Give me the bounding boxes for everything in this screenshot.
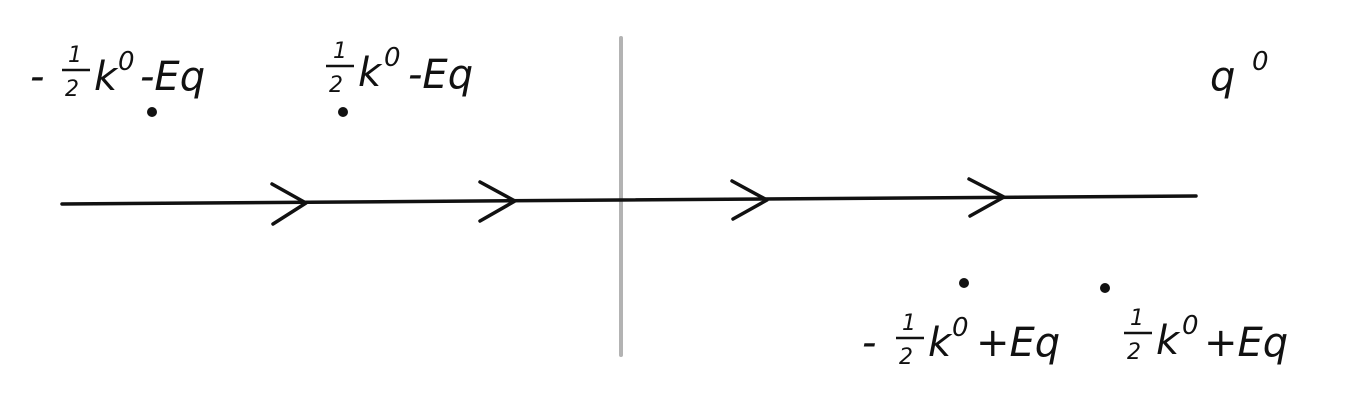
pole-label-frac-num: 1 bbox=[333, 39, 347, 64]
pole-label-upper-left: - 1 2 k 0 -Eq bbox=[30, 43, 205, 102]
axis-label-sup: 0 bbox=[1252, 47, 1269, 77]
pole-label-k-sup: 0 bbox=[1182, 311, 1199, 341]
pole-label-frac-den: 2 bbox=[1127, 340, 1141, 365]
pole-label-rest: -Eq bbox=[140, 54, 205, 100]
pole-label-lower-right: 1 2 k 0 +Eq bbox=[1124, 306, 1288, 366]
pole-label-rest: -Eq bbox=[408, 52, 473, 98]
pole-label-k: k bbox=[1156, 318, 1181, 364]
pole-label-frac-den: 2 bbox=[329, 73, 343, 98]
pole-label-k: k bbox=[358, 50, 383, 96]
arrowhead-4 bbox=[967, 177, 1006, 218]
pole-label-k-sup: 0 bbox=[384, 43, 401, 73]
pole-dot-lower-left bbox=[959, 278, 969, 288]
real-axis-contour bbox=[60, 194, 1198, 206]
pole-dot-upper-left bbox=[147, 107, 157, 117]
pole-label-rest: +Eq bbox=[976, 320, 1060, 366]
axis-label-base: q bbox=[1210, 54, 1235, 100]
pole-label-k: k bbox=[928, 320, 953, 366]
pole-dot-lower-right bbox=[1100, 283, 1110, 293]
pole-label-rest: +Eq bbox=[1204, 320, 1288, 366]
pole-label-k: k bbox=[94, 54, 119, 100]
pole-label-frac-den: 2 bbox=[899, 345, 913, 370]
arrowhead-1 bbox=[270, 182, 308, 226]
pole-label-frac-den: 2 bbox=[65, 77, 79, 102]
pole-label-lower-left: - 1 2 k 0 +Eq bbox=[862, 311, 1060, 370]
pole-label-upper-right: 1 2 k 0 -Eq bbox=[326, 39, 473, 98]
pole-label-k-sup: 0 bbox=[118, 47, 135, 77]
pole-dot-upper-right bbox=[338, 107, 348, 117]
arrowhead-3 bbox=[730, 179, 769, 221]
arrowhead-2 bbox=[478, 180, 517, 223]
pole-label-frac-num: 1 bbox=[68, 43, 82, 68]
pole-label-sign: - bbox=[30, 54, 44, 100]
pole-label-frac-num: 1 bbox=[902, 311, 916, 336]
pole-label-k-sup: 0 bbox=[952, 313, 969, 343]
pole-label-sign: - bbox=[862, 320, 876, 366]
axis-label-q0: q 0 bbox=[1210, 47, 1269, 100]
pole-label-frac-num: 1 bbox=[1130, 306, 1144, 331]
